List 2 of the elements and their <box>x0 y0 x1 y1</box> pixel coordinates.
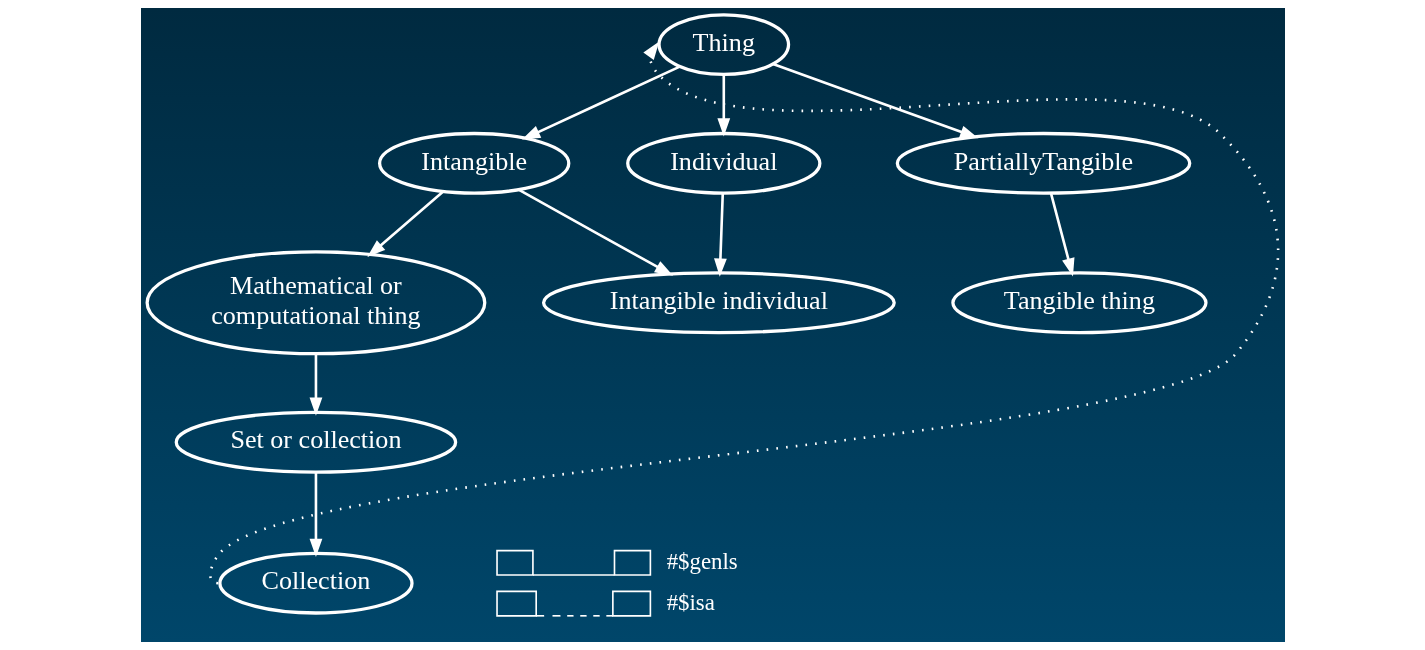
legend-label: #$genls <box>666 548 738 574</box>
legend-label: #$isa <box>666 589 715 615</box>
